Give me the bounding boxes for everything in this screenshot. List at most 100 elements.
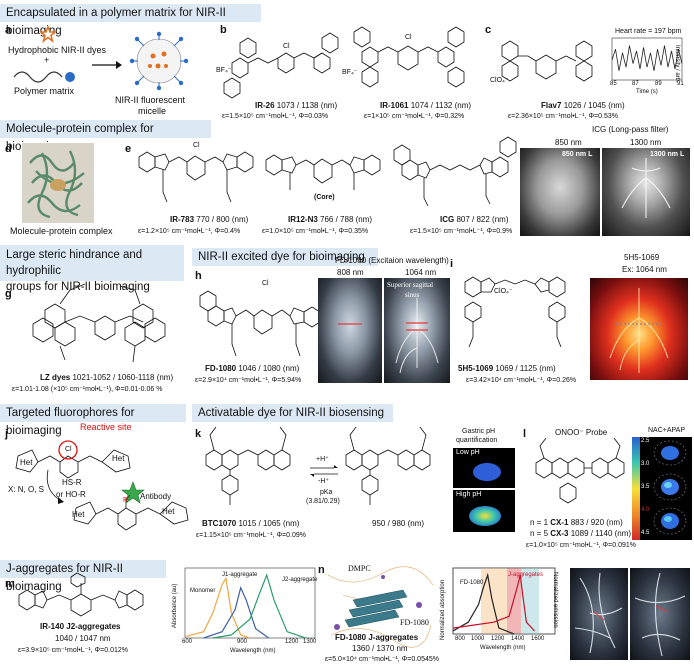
section-header-activatable: Activatable dye for NIR-II biosensing xyxy=(192,404,393,422)
ir783-wavelength: 770 / 800 (nm) xyxy=(196,215,249,224)
section-header-polymer: Encapsulated in a polymer matrix for NIR… xyxy=(0,4,261,37)
nac-apap-title: NAC+APAP xyxy=(648,427,686,434)
scale-tick-4-5: 4.5 xyxy=(641,530,650,536)
low-ph-label: Low pH xyxy=(456,449,480,456)
j-antibody: Antibody xyxy=(140,492,172,501)
jagg-vessels-2 xyxy=(634,572,686,657)
low-ph-stomach xyxy=(473,463,501,481)
fd1080-caption: FD-1080 1046 / 1080 (nm) xyxy=(205,364,299,373)
gastric-label-line2: quantification xyxy=(456,437,498,444)
m-chart-xlabel: Wavelength (nm) xyxy=(230,648,276,654)
m-series-series-1 xyxy=(203,585,269,639)
n-chart-xlabel: Wavelength (nm) xyxy=(480,645,526,651)
n-tick-800: 800 xyxy=(455,636,466,642)
m-legend-monomer: Monomer xyxy=(190,588,216,594)
j-cl: Cl xyxy=(65,446,72,453)
j-het-left: Het xyxy=(20,458,33,467)
dmpc-label: DMPC xyxy=(348,564,371,573)
j-x-note: X: N, O, S xyxy=(8,485,45,494)
fd1080-808-image xyxy=(318,278,382,383)
scale-tick-3-5: 3.5 xyxy=(641,484,650,490)
ph-colorbar xyxy=(632,437,640,540)
icg-850nm-label: 850 nm L xyxy=(562,151,593,158)
nac-apap-organs xyxy=(653,440,687,535)
m-chart-ylabel: Absorbance (au) xyxy=(172,583,178,628)
btc1070-protonated-wl: 950 / 980 (nm) xyxy=(372,519,425,528)
n-tick-1000: 1000 xyxy=(471,636,485,642)
micelle-label-line2: micelle xyxy=(138,106,167,116)
ir1061-structure xyxy=(353,26,465,88)
ir140-name2: J2-aggregates xyxy=(66,622,121,631)
panel-label-h: h xyxy=(195,270,202,282)
m-tick-1300: 1300 xyxy=(303,639,317,645)
m-tick-1200: 1200 xyxy=(285,639,299,645)
ir12n3-caption: IR12-N3 766 / 788 (nm) xyxy=(288,215,372,224)
panel-label-d: d xyxy=(5,143,12,155)
reactive-site-label: Reactive site xyxy=(80,422,132,432)
cx3-wl: 1089 / 1140 (nm) xyxy=(570,529,632,538)
m-tick-900: 900 xyxy=(237,639,248,645)
m-legend-j1: J1-aggregate xyxy=(222,572,258,578)
hr-tick-85: 85 xyxy=(610,81,617,87)
5h5-caption: 5H5-1069 1069 / 1125 (nm) xyxy=(458,364,556,373)
fd1080-808-marker xyxy=(338,323,362,325)
ir26-bf4: BF₄⁻ xyxy=(216,67,232,74)
fd1080-jagg-wl: 1360 / 1370 nm xyxy=(352,644,408,653)
high-ph-stomach xyxy=(469,506,501,526)
dye-star-icon xyxy=(39,24,57,43)
cx3-row: n = 5 CX-3 1089 / 1140 (nm) xyxy=(530,529,631,538)
ir26-cl: Cl xyxy=(283,43,290,50)
fd1080-structure xyxy=(199,290,321,357)
lz-name: LZ dyes xyxy=(40,373,71,382)
section-header-steric: Large steric hindrance and hydrophilic g… xyxy=(0,245,184,293)
lz-caption: LZ dyes 1021-1052 / 1060-1118 (nm) xyxy=(40,373,173,382)
n-tick-1200: 1200 xyxy=(491,636,505,642)
jagg-vessel-image-2 xyxy=(630,568,690,660)
fd1080-image-title: FD-1080 (Excitaion wavelength) xyxy=(335,256,449,265)
5h5-eps: ε=3.42×10⁴ cm⁻¹mol•L⁻¹, Φ=0.26% xyxy=(466,377,577,384)
scale-tick-2-5: 2.5 xyxy=(641,438,650,444)
cx-eps: ε=1.0×10⁵ cm⁻¹mol•L⁻¹, Φ=0.091% xyxy=(526,542,636,549)
ir12n3-structure xyxy=(265,154,381,190)
ir1061-wavelength: 1074 / 1132 (nm) xyxy=(410,101,472,110)
n-legend-fd1080: FD-1080 xyxy=(460,580,484,586)
m-legend-j2: J2-aggregate xyxy=(282,577,318,583)
5h5-clo4: ClO₄⁻ xyxy=(494,288,513,295)
ir1061-cl: Cl xyxy=(405,34,412,41)
btc1070-eps: ε=1.15×10⁵ cm⁻¹mol•L⁻¹, Φ=0.09% xyxy=(196,532,306,539)
hr-tick-87: 87 xyxy=(632,81,639,87)
sinus-label-line1: Superior sagittal xyxy=(387,281,434,289)
section-header-steric-line1: Large steric hindrance and hydrophilic xyxy=(6,249,143,277)
icg-caption: ICG 807 / 822 (nm) xyxy=(440,215,509,224)
lz-wavelength: 1021-1052 / 1060-1118 (nm) xyxy=(72,373,174,382)
targeted-scheme xyxy=(15,440,189,531)
icg-image-col1: 850 nm xyxy=(555,138,582,147)
gastric-label-line1: Gastric pH xyxy=(462,428,496,435)
fd1080-name: FD-1080 xyxy=(205,364,237,373)
ir140-name: IR-140 xyxy=(40,622,65,631)
panel-label-m: m xyxy=(5,578,15,590)
n-chart-ylabel: Normalized absorption xyxy=(440,579,446,640)
icg-1300nm-label: 1300 nm L xyxy=(650,151,685,158)
icg-vessel-overlay xyxy=(621,158,671,218)
j-ho: or HO-R xyxy=(56,490,86,499)
k-pka-val: (3.81/0.29) xyxy=(306,498,340,505)
panel-label-g: g xyxy=(5,288,12,300)
icg-image-col2: 1300 nm xyxy=(630,138,662,147)
panel-label-b: b xyxy=(220,24,227,36)
m-tick-600: 600 xyxy=(182,639,193,645)
ir26-name: IR-26 xyxy=(255,101,275,110)
5h5-vessel-overlay xyxy=(609,288,669,373)
fd1080-agg-label: FD-1080 xyxy=(400,618,429,627)
icg-name: ICG xyxy=(440,215,455,224)
hr-tick-91: 91 xyxy=(677,81,684,87)
dmpc-aggregate-illustration xyxy=(327,566,434,648)
cx1-name: CX-1 xyxy=(550,518,569,527)
ir783-cl: Cl xyxy=(193,142,200,149)
panel-label-i: i xyxy=(450,258,454,270)
sinus-label-line2: sinus xyxy=(405,291,420,299)
ir783-eps: ε=1.2×10⁵ cm⁻¹mol•L⁻¹, Φ=0.4% xyxy=(138,228,241,235)
protein-caption: Molecule-protein complex xyxy=(10,226,113,236)
5h5-image-title: 5H5-1069 xyxy=(624,253,660,262)
btc1070-caption: BTC1070 1015 / 1065 (nm) xyxy=(202,519,299,528)
